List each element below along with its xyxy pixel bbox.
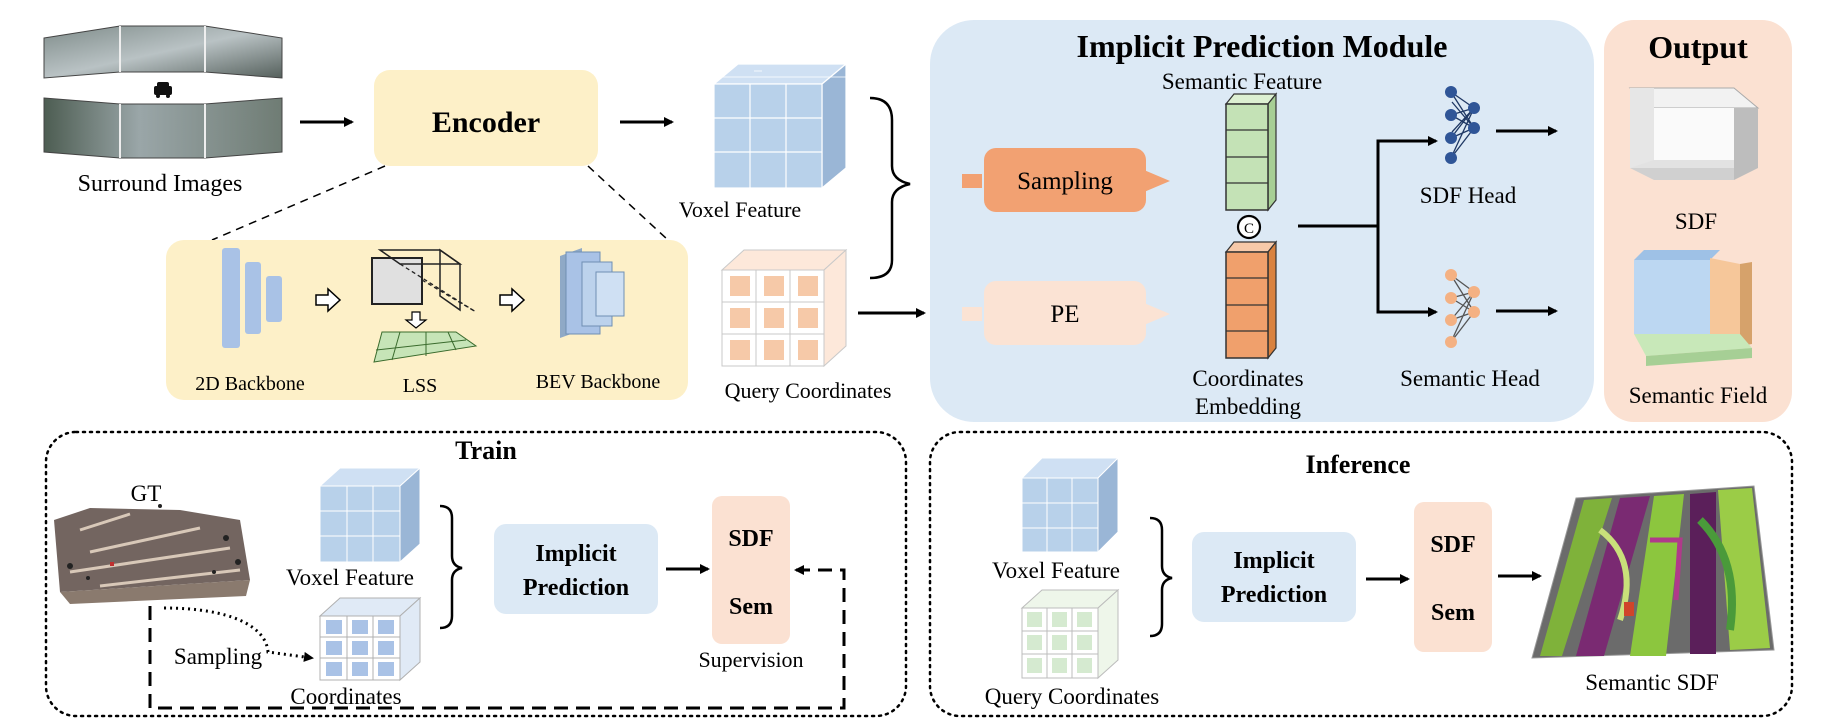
inference-sdf-sem-box — [1414, 502, 1492, 652]
semantic-feature-label: Semantic Feature — [1162, 69, 1322, 94]
semantic-field-icon — [1634, 250, 1752, 366]
concat-symbol: C — [1244, 221, 1254, 237]
semantic-sdf-render — [1531, 485, 1775, 659]
pe-label: PE — [1050, 301, 1079, 328]
output-title: Output — [1648, 29, 1748, 65]
semantic-field-label: Semantic Field — [1629, 383, 1768, 408]
supervision-dashed-arrow — [148, 565, 846, 710]
lss-icon — [371, 248, 478, 363]
query-coordinates-label: Query Coordinates — [725, 378, 892, 403]
bev-backbone-label: BEV Backbone — [536, 371, 661, 393]
car-icon — [154, 82, 172, 98]
encoder-title: Encoder — [432, 106, 540, 139]
supervision-label: Supervision — [698, 647, 803, 672]
gt-label: GT — [131, 481, 162, 506]
train-coordinates-label: Coordinates — [290, 684, 401, 709]
arrow-to-sdf-head — [1298, 136, 1438, 228]
inference-sdf-label: SDF — [1430, 532, 1475, 558]
inference-implicit-box — [1192, 532, 1356, 622]
query-coordinates-cube — [720, 248, 848, 368]
semantic-feature-stack — [1224, 92, 1278, 212]
concat-icon — [1236, 214, 1262, 240]
inference-implicit-label-1: Implicit — [1233, 548, 1314, 574]
surround-images-label: Surround Images — [78, 171, 243, 197]
zoom-line-left — [211, 165, 386, 241]
arrow-to-semantic-head — [1376, 226, 1438, 317]
inference-panel — [928, 430, 1794, 718]
inference-title: Inference — [1306, 450, 1411, 479]
semantic-head-network-icon — [1445, 269, 1480, 348]
train-voxel-cube — [318, 466, 422, 564]
train-implicit-box — [494, 524, 658, 614]
pe-block — [962, 281, 1170, 345]
sdf-output-label: SDF — [1675, 209, 1717, 234]
voxel-feature-cube — [712, 62, 854, 190]
implicit-module-title: Implicit Prediction Module — [1077, 28, 1448, 64]
semantic-head-label: Semantic Head — [1400, 366, 1540, 391]
train-sdf-label: SDF — [728, 526, 773, 552]
sdf-head-label: SDF Head — [1420, 183, 1517, 208]
train-implicit-label-2: Prediction — [523, 575, 629, 601]
inference-sem-label: Sem — [1431, 600, 1475, 626]
coordinates-embedding-label-1: Coordinates — [1192, 366, 1303, 391]
surround-images — [43, 25, 283, 159]
inference-bracket — [1149, 516, 1173, 638]
semantic-sdf-label: Semantic SDF — [1585, 670, 1719, 695]
coordinates-embedding-label-2: Embedding — [1195, 394, 1302, 419]
train-panel — [44, 430, 908, 718]
sdf-output-icon — [1628, 87, 1760, 180]
train-implicit-label-1: Implicit — [535, 541, 616, 567]
backbone-2d-label: 2D Backbone — [195, 373, 305, 395]
lss-label: LSS — [403, 375, 437, 397]
voxel-feature-label: Voxel Feature — [679, 197, 801, 222]
hollow-arrow-icon-2 — [499, 287, 526, 313]
inference-query-coordinates-label: Query Coordinates — [985, 684, 1159, 709]
encoder-box — [374, 70, 598, 166]
train-bracket — [439, 504, 463, 630]
sampling-label: Sampling — [1017, 168, 1113, 195]
inference-query-cube — [1020, 588, 1120, 680]
train-voxel-feature-label: Voxel Feature — [286, 565, 414, 590]
coordinates-embedding-stack — [1224, 240, 1278, 360]
sampling-block — [962, 148, 1170, 212]
inference-voxel-cube — [1020, 456, 1120, 554]
inference-implicit-label-2: Prediction — [1221, 582, 1327, 608]
train-sdf-sem-box — [712, 496, 790, 644]
train-sem-label: Sem — [729, 594, 773, 620]
gt-pointcloud — [54, 504, 250, 604]
encoder-detail-panel — [166, 240, 688, 400]
train-coordinates-cube — [318, 596, 422, 682]
bev-backbone-icon — [560, 248, 625, 338]
sdf-head-network-icon — [1445, 86, 1480, 164]
bracket-voxel-query — [869, 96, 911, 280]
inference-voxel-feature-label: Voxel Feature — [992, 558, 1120, 583]
train-sampling-label: Sampling — [174, 644, 263, 669]
hollow-arrow-icon — [315, 287, 342, 313]
backbone-2d-icon — [222, 248, 282, 348]
train-title: Train — [455, 436, 517, 465]
zoom-line-right — [587, 165, 669, 241]
